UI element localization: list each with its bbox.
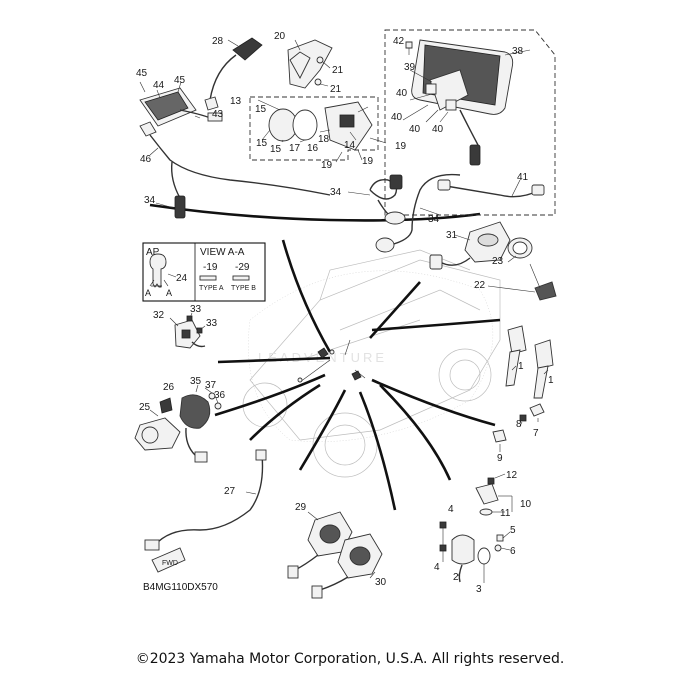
inset-ap-label: AP bbox=[146, 247, 160, 258]
copyright-notice: ©2023 Yamaha Motor Corporation, U.S.A. A… bbox=[135, 651, 565, 667]
callout-19b: 19 bbox=[362, 156, 374, 167]
sensor-lower-right: 12 10 11 4 4 5 6 2 3 bbox=[434, 470, 532, 595]
vehicle-ghost: LEADVENTURE bbox=[242, 249, 501, 478]
callout-4b: 4 bbox=[434, 562, 440, 573]
relay-assembly: 29 30 bbox=[287, 502, 387, 599]
callout-1a: 1 bbox=[518, 361, 524, 372]
callout-27: 27 bbox=[224, 486, 236, 497]
callout-40c: 40 bbox=[409, 124, 421, 135]
callout-34c: 34 bbox=[428, 214, 440, 225]
callout-21b: 21 bbox=[330, 84, 342, 95]
callout-13: 13 bbox=[230, 96, 242, 107]
callout-17: 17 bbox=[289, 143, 301, 154]
callout-9: 9 bbox=[497, 453, 503, 464]
section-dividers bbox=[149, 203, 501, 511]
callout-36: 36 bbox=[214, 390, 226, 401]
callout-15b: 15 bbox=[256, 138, 268, 149]
callout-7: 7 bbox=[533, 428, 539, 439]
callout-43: 43 bbox=[212, 109, 224, 120]
callout-18: 18 bbox=[318, 134, 330, 145]
callout-25: 25 bbox=[139, 402, 151, 413]
callout-24: 24 bbox=[176, 273, 188, 284]
callout-11: 11 bbox=[500, 508, 511, 519]
callout-34b: 34 bbox=[330, 187, 342, 198]
display-assembly: 38 39 42 40 40 40 40 41 bbox=[384, 29, 556, 216]
callout-42: 42 bbox=[393, 36, 405, 47]
callout-29: 29 bbox=[295, 502, 307, 513]
callout-12: 12 bbox=[506, 470, 518, 481]
callout-30: 30 bbox=[375, 577, 387, 588]
callout-38: 38 bbox=[512, 46, 524, 57]
callout-32: 32 bbox=[153, 310, 165, 321]
callout-19a: 19 bbox=[395, 141, 407, 152]
inset-variant-19: -19 bbox=[203, 262, 218, 273]
callout-2: 2 bbox=[453, 572, 459, 583]
sensor-34-assembly: 34 34 bbox=[330, 173, 461, 253]
callout-37: 37 bbox=[205, 380, 217, 391]
main-switch-assembly: 31 23 22 bbox=[429, 221, 557, 301]
callout-16: 16 bbox=[307, 143, 319, 154]
callout-10: 10 bbox=[520, 499, 532, 510]
callout-21a: 21 bbox=[332, 65, 344, 76]
inset-view-label: VIEW A-A bbox=[200, 247, 245, 258]
callout-8: 8 bbox=[516, 419, 522, 430]
callout-45b: 45 bbox=[174, 75, 186, 86]
callout-15c: 15 bbox=[270, 144, 282, 155]
callout-20: 20 bbox=[274, 31, 286, 42]
inset-section-a-left: A bbox=[145, 288, 151, 298]
harness-left-assembly: 28 45 45 44 43 46 34 bbox=[136, 36, 331, 219]
callout-23: 23 bbox=[492, 256, 504, 267]
callout-3: 3 bbox=[476, 584, 482, 595]
callout-39: 39 bbox=[404, 62, 416, 73]
fwd-tag: FWD bbox=[162, 560, 178, 567]
callout-26: 26 bbox=[163, 382, 175, 393]
callout-28: 28 bbox=[212, 36, 224, 47]
callout-4a: 4 bbox=[448, 504, 454, 515]
meter-assembly: 20 21 21 13 15 15 15 17 16 18 14 19 19 1… bbox=[230, 31, 407, 171]
callout-34a: 34 bbox=[144, 195, 156, 206]
inset-section-a-right: A bbox=[166, 288, 172, 298]
inset-variant-29: -29 bbox=[235, 262, 250, 273]
callout-19c: 19 bbox=[321, 160, 333, 171]
callout-46: 46 bbox=[140, 154, 152, 165]
callout-44: 44 bbox=[153, 80, 165, 91]
callout-33b: 33 bbox=[206, 318, 218, 329]
callout-15a: 15 bbox=[255, 104, 267, 115]
center-leaders bbox=[297, 339, 366, 383]
callout-33a: 33 bbox=[190, 304, 202, 315]
diagram-code: B4MG110DX570 bbox=[143, 582, 218, 593]
callout-45a: 45 bbox=[136, 68, 148, 79]
callout-31: 31 bbox=[446, 230, 458, 241]
left-components: FWD 32 33 33 26 25 35 37 36 27 bbox=[134, 304, 267, 573]
ignition-coil-assembly: 1 1 7 8 9 bbox=[492, 325, 554, 464]
callout-22: 22 bbox=[474, 280, 486, 291]
callout-1b: 1 bbox=[548, 375, 554, 386]
callout-40a: 40 bbox=[396, 88, 408, 99]
callout-40b: 40 bbox=[391, 112, 403, 123]
callout-5: 5 bbox=[510, 525, 516, 536]
callout-40d: 40 bbox=[432, 124, 444, 135]
key-inset: AP VIEW A-A 24 A A -19 -29 TYPE A TYPE B bbox=[142, 242, 266, 302]
callout-6: 6 bbox=[510, 546, 516, 557]
callout-14: 14 bbox=[344, 140, 356, 151]
callout-35: 35 bbox=[190, 376, 202, 387]
inset-type-a: TYPE A bbox=[199, 285, 224, 292]
callout-41: 41 bbox=[517, 172, 529, 183]
inset-type-b: TYPE B bbox=[231, 285, 256, 292]
